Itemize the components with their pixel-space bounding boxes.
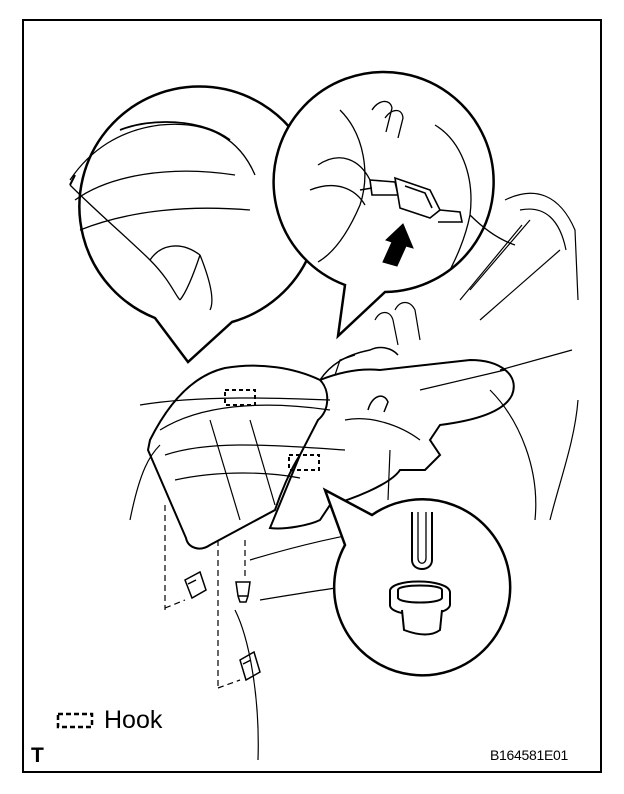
detail-circle-hook [322, 487, 512, 677]
hook-wire-icon [411, 512, 433, 570]
seat-cushion [129, 346, 515, 550]
clip-center [235, 581, 251, 603]
figure-code: B164581E01 [490, 747, 568, 763]
wire-harness-connector [359, 176, 463, 223]
hook-marker-upper [224, 389, 256, 406]
hook-clip-icon [389, 580, 451, 636]
detail-circle-seat-edge [69, 85, 321, 364]
hook-markers [224, 389, 320, 471]
clip-left [184, 570, 207, 600]
diagram-border [22, 19, 602, 773]
push-arrow-icon [382, 223, 414, 267]
hook-marker-lower [288, 454, 320, 471]
dashed-rectangle-icon [56, 712, 94, 729]
legend-label: Hook [104, 706, 163, 734]
detail-circle-connector [272, 70, 516, 340]
seat-back-outline [374, 192, 579, 521]
corner-letter: T [31, 744, 44, 767]
